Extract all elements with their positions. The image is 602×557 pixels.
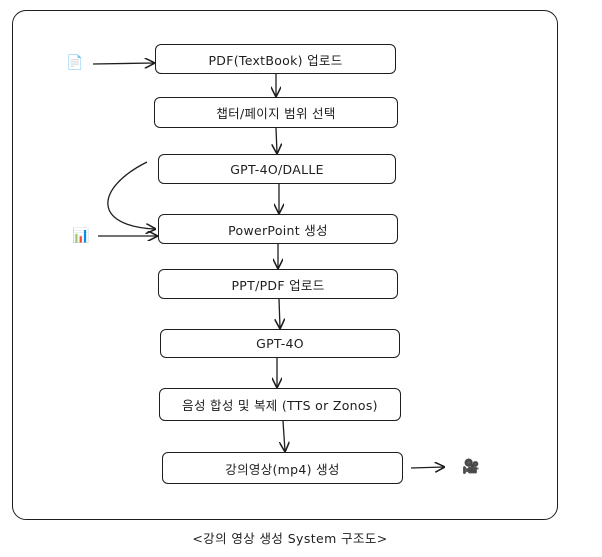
arrow-tts-to-video-generate xyxy=(283,420,285,451)
chart-icon: 📊 xyxy=(72,228,90,244)
node-video-generate: 강의영상(mp4) 생성 xyxy=(162,452,403,484)
video-camera-icon: 🎥 xyxy=(462,459,480,475)
arrow-document-to-pdf-upload xyxy=(92,63,154,64)
node-ppt-pdf-upload: PPT/PDF 업로드 xyxy=(158,269,398,299)
arrow-ppt-pdf-upload-to-gpt4o xyxy=(279,298,280,328)
diagram-caption: <강의 영상 생성 System 구조도> xyxy=(192,531,388,546)
node-tts: 음성 합성 및 복제 (TTS or Zonos) xyxy=(159,388,401,421)
arrow-chapter-select-to-gpt-dalle xyxy=(276,127,277,153)
diagram-frame xyxy=(12,10,558,520)
node-gpt-dalle: GPT-4O/DALLE xyxy=(158,154,396,184)
node-pdf-upload: PDF(TextBook) 업로드 xyxy=(155,44,396,74)
arrow-gpt-dalle-curve-to-ppt-generate xyxy=(107,161,155,229)
node-gpt4o: GPT-4O xyxy=(160,329,400,358)
node-ppt-generate: PowerPoint 생성 xyxy=(158,214,398,244)
arrow-video-generate-to-video-icon xyxy=(410,467,444,468)
document-icon: 📄 xyxy=(66,55,84,71)
node-chapter-select: 챕터/페이지 범위 선택 xyxy=(154,97,398,128)
